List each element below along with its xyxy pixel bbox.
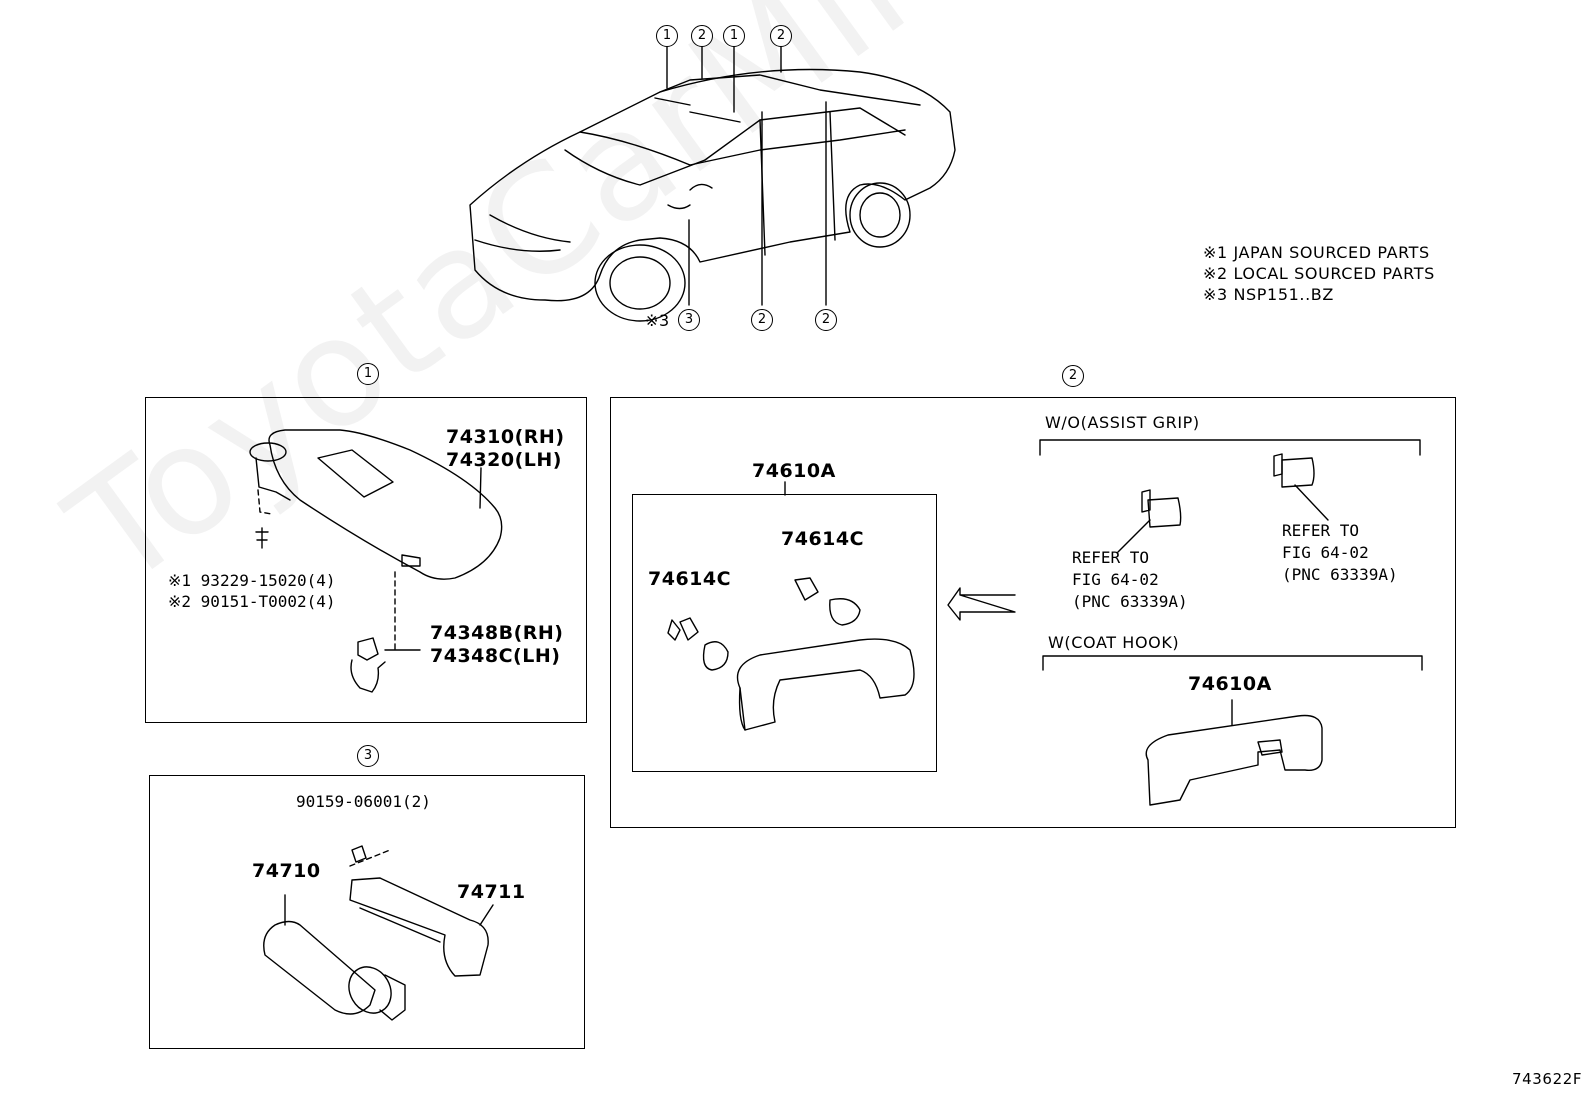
callout-1: 1	[723, 25, 745, 47]
without-assist-grip-header: W/O(ASSIST GRIP)	[1045, 413, 1200, 432]
refer-text: REFER TO	[1282, 521, 1360, 540]
callout-2: 2	[751, 309, 773, 331]
sun-visor-art	[249, 429, 503, 693]
part-number-74711: 74711	[457, 881, 526, 903]
note-local-sourced: ※2 LOCAL SOURCED PARTS	[1203, 264, 1435, 283]
note-nsp151: ※3 NSP151..BZ	[1203, 285, 1334, 304]
car-illustration	[469, 68, 956, 322]
section-3-callout: 3	[357, 745, 379, 767]
section-3-box	[149, 775, 585, 1049]
part-number-74310-rh: 74310(RH)	[446, 426, 565, 448]
assist-grip-art	[667, 439, 1423, 806]
part-number-74614c: 74614C	[648, 568, 732, 590]
refer-text: (PNC 63339A)	[1282, 565, 1398, 584]
part-number-90159: 90159-06001(2)	[296, 792, 431, 811]
refer-text: FIG 64-02	[1072, 570, 1159, 589]
part-number-74348c-lh: 74348C(LH)	[430, 645, 561, 667]
lamp-art	[263, 845, 494, 1021]
callout-2: 2	[770, 25, 792, 47]
part-number-74610a-coat-hook: 74610A	[1188, 673, 1272, 695]
refer-text: FIG 64-02	[1282, 543, 1369, 562]
refer-text: (PNC 63339A)	[1072, 592, 1188, 611]
note-japan-sourced: ※1 JAPAN SOURCED PARTS	[1203, 243, 1430, 262]
part-number-90151: ※2 90151-T0002(4)	[168, 592, 336, 611]
with-coat-hook-header: W(COAT HOOK)	[1048, 633, 1180, 652]
part-number-74610a: 74610A	[752, 460, 836, 482]
part-number-74710: 74710	[252, 860, 321, 882]
part-number-74348b-rh: 74348B(RH)	[430, 622, 564, 644]
note-mark-3: ※3	[645, 311, 670, 330]
assist-grip-subbox	[632, 494, 937, 772]
callout-1: 1	[656, 25, 678, 47]
part-number-93229: ※1 93229-15020(4)	[168, 571, 336, 590]
callout-2: 2	[691, 25, 713, 47]
figure-code: 743622F	[1512, 1070, 1583, 1088]
section-2-callout: 2	[1062, 365, 1084, 387]
refer-text: REFER TO	[1072, 548, 1150, 567]
part-number-74320-lh: 74320(LH)	[446, 449, 562, 471]
section-1-box	[145, 397, 587, 723]
callout-2: 2	[815, 309, 837, 331]
part-number-74614c: 74614C	[781, 528, 865, 550]
callout-3: 3	[678, 309, 700, 331]
section-2-box	[610, 397, 1456, 828]
section-1-callout: 1	[357, 363, 379, 385]
